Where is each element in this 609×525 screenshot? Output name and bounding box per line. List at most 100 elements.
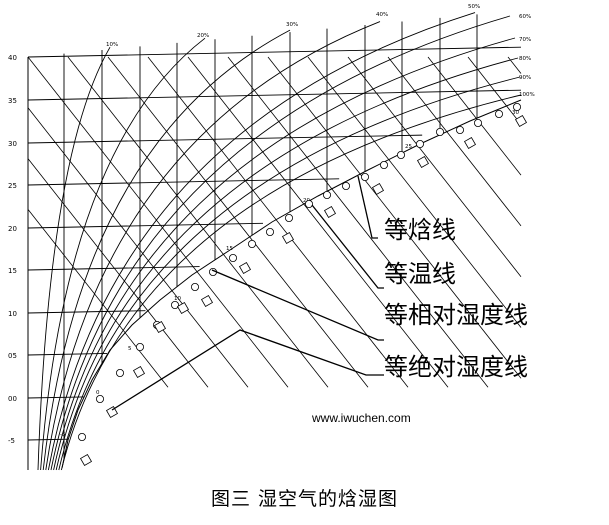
top-rh-label: 50% xyxy=(468,4,480,10)
rh-curve xyxy=(45,21,381,471)
circle-marker xyxy=(78,432,87,441)
circle-marker xyxy=(322,190,331,199)
square-marker xyxy=(281,231,295,245)
rh-curve xyxy=(47,12,476,471)
y-tick-label: 20 xyxy=(8,225,17,233)
callout-leaders xyxy=(111,175,384,411)
circle-marker xyxy=(379,160,388,169)
circle-marker xyxy=(135,342,144,351)
square-marker xyxy=(323,205,337,219)
callout-label: 等绝对湿度线 xyxy=(384,353,528,381)
grid-lines xyxy=(27,12,522,471)
right-rh-label: 70% xyxy=(519,37,531,43)
right-rh-label: 90% xyxy=(519,75,531,81)
circle-marker xyxy=(265,227,274,236)
enthalpy-line xyxy=(227,56,489,388)
leader-line xyxy=(311,204,384,289)
circle-marker xyxy=(116,368,125,377)
rh-curve xyxy=(58,76,521,471)
y-tick-label: 10 xyxy=(8,310,17,318)
square-marker xyxy=(200,294,214,308)
y-tick-label: 15 xyxy=(8,267,17,275)
circle-marker xyxy=(455,126,464,135)
enthalpy-line xyxy=(347,56,522,277)
enthalpy-line xyxy=(67,56,329,388)
callout-label: 等相对湿度线 xyxy=(384,301,528,329)
rh-curve xyxy=(50,15,511,471)
enthalpy-line xyxy=(427,56,522,176)
saturation-temp-label: 0 xyxy=(96,390,100,396)
rh-curve xyxy=(40,37,206,471)
top-rh-label: 10% xyxy=(106,42,118,48)
saturation-temp-label: 5 xyxy=(128,346,132,352)
isotherm-line xyxy=(27,46,522,58)
leader-line xyxy=(111,329,384,411)
saturation-temp-label: 10 xyxy=(174,296,181,302)
circle-marker xyxy=(435,127,444,136)
isotherm-line xyxy=(27,134,423,144)
circle-marker xyxy=(494,110,503,119)
circle-marker xyxy=(190,282,199,291)
isotherm-line xyxy=(27,178,340,186)
isotherm-line xyxy=(27,266,200,271)
figure-caption: 图三 湿空气的焓湿图 xyxy=(210,488,399,510)
square-marker xyxy=(463,136,477,150)
circle-marker xyxy=(96,394,105,403)
right-rh-label: 80% xyxy=(519,56,531,62)
saturation-temp-label: 25 xyxy=(405,144,412,150)
right-rh-label: 60% xyxy=(519,14,531,20)
isotherm-line xyxy=(27,352,108,356)
rh-curve xyxy=(42,29,291,471)
circle-marker xyxy=(341,181,350,190)
y-tick-label: -5 xyxy=(8,437,15,445)
top-rh-labels: 10% 20% 30% 40% 50% xyxy=(106,4,480,48)
square-marker xyxy=(176,301,190,315)
enthalpy-line xyxy=(387,56,522,227)
enthalpy-line xyxy=(147,56,409,388)
callout-label: 等焓线 xyxy=(384,216,456,244)
saturation-temp-label: 30 xyxy=(512,110,519,116)
circle-marker xyxy=(170,300,179,309)
top-rh-label: 30% xyxy=(286,22,298,28)
enthalpy-line xyxy=(27,209,169,388)
enthalpy-line xyxy=(107,56,369,388)
rh-curve xyxy=(55,57,519,471)
website-label: www.iwuchen.com xyxy=(311,411,411,425)
point-markers xyxy=(78,103,528,467)
enthalpy-line xyxy=(267,56,522,379)
square-marker xyxy=(79,453,93,467)
enthalpy-line xyxy=(187,56,449,388)
square-marker xyxy=(238,261,252,275)
circle-marker xyxy=(396,150,405,159)
isotherm-line xyxy=(27,438,69,441)
top-rh-label: 40% xyxy=(376,12,388,18)
circle-marker xyxy=(284,213,293,222)
rh-curve xyxy=(53,37,516,471)
top-rh-label: 20% xyxy=(197,33,209,39)
circle-marker xyxy=(247,239,256,248)
isotherm-line xyxy=(27,396,84,399)
circle-marker xyxy=(415,139,424,148)
y-tick-label: 25 xyxy=(8,182,17,190)
square-marker xyxy=(371,182,385,196)
y-tick-label: 05 xyxy=(8,352,17,360)
enthalpy-line xyxy=(27,158,209,388)
callout-label: 等温线 xyxy=(384,260,456,288)
circle-marker xyxy=(304,199,313,208)
saturation-temp-label: -5 xyxy=(60,432,66,438)
isotherm-line xyxy=(27,222,264,229)
y-tick-label: 00 xyxy=(8,395,17,403)
square-marker xyxy=(514,114,528,128)
circle-marker xyxy=(360,172,369,181)
right-rh-label: 100% xyxy=(519,92,535,98)
y-tick-label: 30 xyxy=(8,140,17,148)
square-marker xyxy=(153,320,167,334)
right-rh-labels: 60% 70% 80% 90% 100% xyxy=(519,14,535,98)
square-marker xyxy=(105,405,119,419)
circle-marker xyxy=(513,103,522,112)
rh-curve xyxy=(37,46,111,471)
square-marker xyxy=(416,155,430,169)
